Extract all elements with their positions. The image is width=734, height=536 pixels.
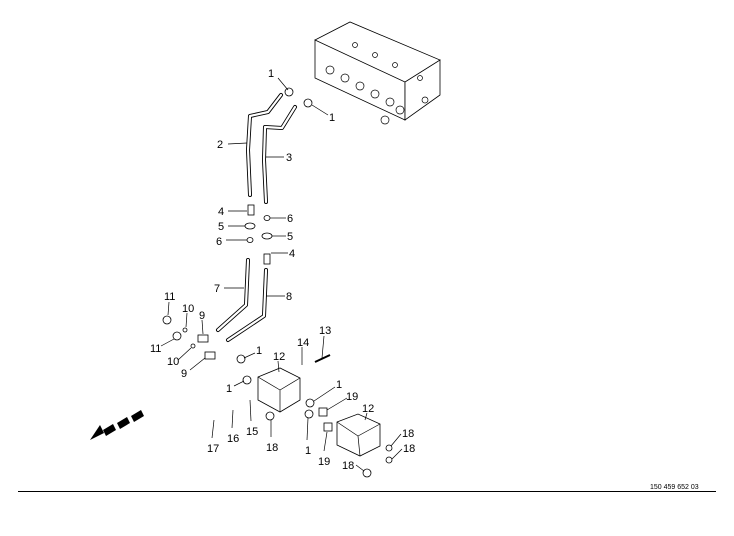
- pipe-8: [226, 268, 268, 342]
- part-label: 1: [329, 112, 335, 124]
- part-label: 12: [273, 351, 285, 363]
- part-label: 1: [226, 383, 232, 395]
- part-label: 4: [218, 206, 224, 218]
- part-label: 1: [256, 345, 262, 357]
- direction-arrow-icon: [90, 410, 144, 440]
- part-label: 9: [181, 368, 187, 380]
- leader-lines: [160, 77, 403, 472]
- part-label: 13: [319, 325, 331, 337]
- valve-body-12a: [257, 367, 301, 413]
- pipe-2: [246, 93, 283, 197]
- part-label: 14: [297, 337, 309, 349]
- part-label: 16: [227, 433, 239, 445]
- part-label: 8: [286, 291, 292, 303]
- part-label: 9: [199, 310, 205, 322]
- part-label: 6: [287, 213, 293, 225]
- part-label: 1: [268, 68, 274, 80]
- part-label: 11: [150, 343, 161, 355]
- part-label: 2: [217, 139, 223, 151]
- part-label: 10: [167, 356, 179, 368]
- part-label: 19: [318, 456, 330, 468]
- part-labels: 1 1 2 3 4 6 5 5 6 4 7 8 11 10 9 11 10 9 …: [150, 68, 415, 472]
- valve-block: [314, 21, 441, 125]
- part-label: 18: [402, 428, 414, 440]
- drawing-number: 150 459 652 03: [650, 484, 699, 491]
- part-label: 19: [346, 391, 358, 403]
- part-label: 5: [218, 221, 224, 233]
- part-label: 18: [266, 442, 278, 454]
- part-label: 1: [336, 379, 342, 391]
- part-label: 18: [342, 460, 354, 472]
- valve-body-12b: [336, 413, 381, 457]
- part-label: 5: [287, 231, 293, 243]
- part-label: 4: [289, 248, 295, 260]
- pipe-3: [262, 105, 297, 204]
- part-label: 17: [207, 443, 219, 455]
- part-label: 18: [403, 443, 415, 455]
- pipe-7: [216, 258, 250, 332]
- part-label: 12: [362, 403, 374, 415]
- part-label: 7: [214, 283, 220, 295]
- part-label: 11: [164, 291, 175, 303]
- part-label: 3: [286, 152, 292, 164]
- part-label: 6: [216, 236, 222, 248]
- part-label: 1: [305, 445, 311, 457]
- part-label: 10: [182, 303, 194, 315]
- part-label: 15: [246, 426, 258, 438]
